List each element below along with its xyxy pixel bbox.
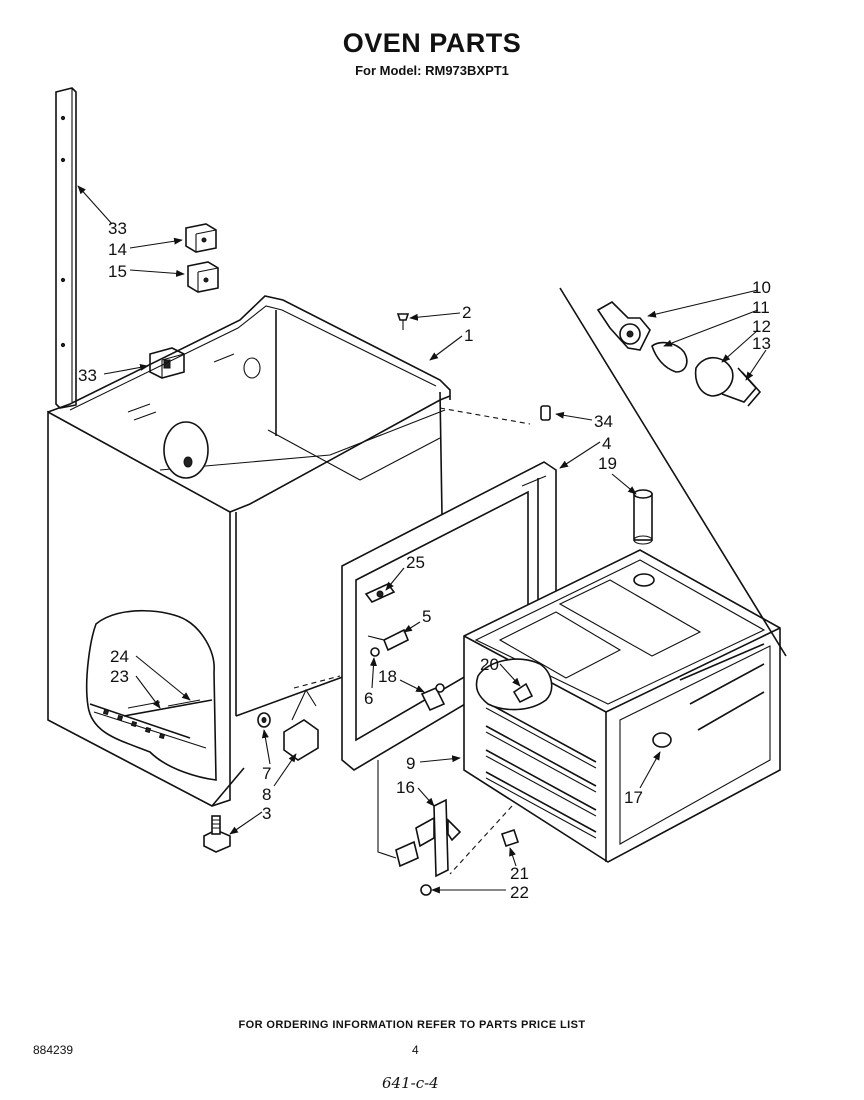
callout-22: 22 (510, 883, 529, 902)
assembly-line (293, 675, 341, 689)
vent-tube-part (633, 489, 653, 545)
callout-25: 25 (406, 553, 425, 572)
callout-13: 13 (752, 334, 771, 353)
callout-20: 20 (480, 655, 499, 674)
callout-6: 6 (364, 689, 373, 708)
trim-strip-part (55, 87, 77, 409)
callout-5: 5 (422, 607, 431, 626)
callout-18: 18 (378, 667, 397, 686)
callout-16: 16 (396, 778, 415, 797)
callout-9: 9 (406, 754, 415, 773)
bracket-part-8 (283, 688, 319, 761)
cabinet-body (47, 295, 451, 807)
callout-26: 33 (108, 219, 127, 238)
callout-24: 24 (110, 647, 129, 666)
screw-part-2 (396, 313, 410, 330)
plug-part-34 (540, 405, 551, 421)
document-number: 884239 (33, 1043, 74, 1057)
assembly-line (449, 805, 513, 875)
screw-part-21 (500, 828, 520, 848)
callout-8: 8 (262, 785, 271, 804)
callout-14: 14 (108, 240, 127, 259)
hinge-part-18 (420, 683, 446, 712)
handwritten-note: 641-c-4 (382, 1074, 439, 1092)
callout-7: 7 (262, 764, 271, 783)
oven-front-frame (341, 461, 557, 859)
callout-10: 10 (752, 278, 771, 297)
callout-17: 17 (624, 788, 643, 807)
callout-2: 2 (462, 303, 471, 322)
callout-15: 15 (108, 262, 127, 281)
ordering-info-note: FOR ORDERING INFORMATION REFER TO PARTS … (238, 1019, 586, 1031)
callout-19: 19 (598, 454, 617, 473)
callout-4: 4 (602, 434, 611, 453)
page-title: OVEN PARTS (342, 28, 522, 58)
callout-21: 21 (510, 864, 529, 883)
callout-12: 12 (752, 317, 771, 336)
callout-33: 33 (78, 366, 97, 385)
switch-part-15 (187, 261, 219, 293)
callout-3: 3 (262, 804, 271, 823)
callout-34: 34 (594, 412, 613, 431)
callout-labels: 33 14 15 33 2 1 10 11 12 13 34 4 19 25 5… (78, 219, 771, 902)
page-number: 4 (412, 1043, 419, 1057)
model-subtitle: For Model: RM973BXPT1 (355, 63, 509, 78)
callout-23: 23 (110, 667, 129, 686)
nut-part-22 (420, 884, 432, 896)
callout-leaders (77, 185, 767, 894)
door-hinge-part-16 (395, 798, 462, 878)
grommet-part (257, 712, 271, 728)
switch-part-14 (185, 223, 217, 253)
callout-1: 1 (464, 326, 473, 345)
leveling-leg-part (203, 815, 231, 853)
assembly-line (439, 407, 531, 425)
callout-11: 11 (752, 298, 770, 317)
